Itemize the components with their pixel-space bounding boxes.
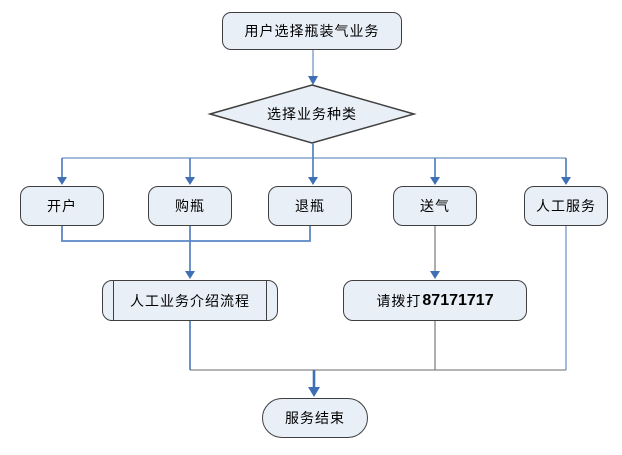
- node-gas-delivery-label: 送气: [420, 199, 450, 215]
- arrowhead-into-buy: [185, 177, 195, 185]
- arrowhead-into-return: [308, 177, 318, 185]
- predefined-bar-right: [266, 281, 267, 320]
- node-call-phone-number: 87171717: [422, 291, 494, 309]
- arrowhead-into-deliver: [430, 177, 440, 185]
- node-decision: 选择业务种类: [210, 85, 414, 143]
- arrowhead-into-manual: [561, 177, 571, 185]
- arrowhead-into-end: [308, 387, 320, 397]
- node-start-terminator: 用户选择瓶装气业务: [222, 12, 402, 50]
- node-return-bottle: 退瓶: [268, 186, 352, 226]
- node-gas-delivery: 送气: [393, 186, 477, 226]
- arrowhead-into-decision: [308, 76, 318, 85]
- merge-rail-left: [61, 226, 311, 242]
- arrowhead-into-call: [430, 271, 440, 279]
- node-open-account-label: 开户: [47, 199, 77, 215]
- node-start-label: 用户选择瓶装气业务: [244, 24, 380, 40]
- node-end-terminator: 服务结束: [262, 398, 368, 438]
- node-call-prefix-label: 请拨打: [376, 293, 422, 310]
- node-manual-service-label: 人工服务: [536, 199, 596, 215]
- predefined-bar-left: [113, 281, 114, 320]
- node-buy-bottle-label: 购瓶: [175, 199, 205, 215]
- node-open-account: 开户: [20, 186, 104, 226]
- arrowhead-into-intro: [185, 271, 195, 279]
- node-manual-intro-predefined-process: 人工业务介绍流程: [102, 280, 278, 321]
- decision-diamond-shape: [207, 84, 417, 144]
- node-buy-bottle: 购瓶: [148, 186, 232, 226]
- arrowhead-into-open: [57, 177, 67, 185]
- node-return-bottle-label: 退瓶: [295, 199, 325, 215]
- node-end-label: 服务结束: [285, 411, 345, 427]
- node-manual-intro-label: 人工业务介绍流程: [130, 293, 250, 310]
- node-decision-label: 选择业务种类: [267, 107, 357, 123]
- node-manual-service: 人工服务: [524, 186, 608, 226]
